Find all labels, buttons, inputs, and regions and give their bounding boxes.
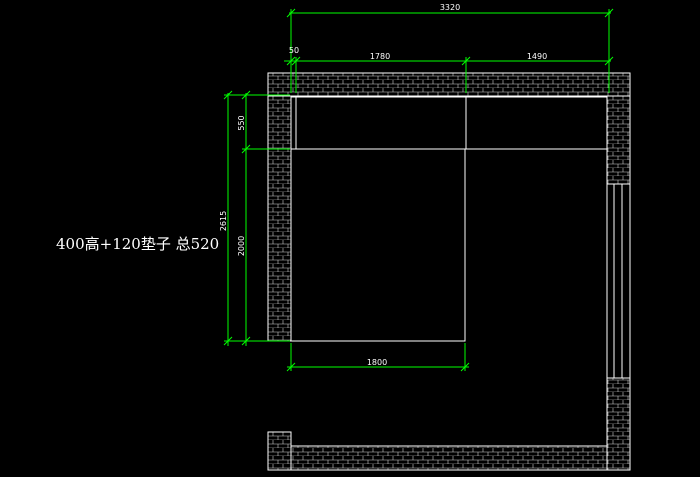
height-note: 400高+120垫子 总520	[56, 235, 220, 253]
dim-overall-depth: 2615	[219, 211, 228, 231]
furniture	[290, 96, 608, 342]
dim-right-cabinet: 1490	[527, 52, 547, 61]
wall-bottom	[290, 445, 608, 471]
wall-left	[267, 95, 292, 342]
right-cabinet	[465, 96, 608, 150]
dim-bed-width: 1800	[367, 358, 387, 367]
walls	[267, 72, 631, 471]
wall-top	[267, 72, 631, 97]
wall-right-lower	[606, 377, 631, 471]
dim-wall-offset: 50	[289, 46, 299, 55]
window	[606, 183, 631, 379]
left-cabinet	[290, 96, 467, 150]
dim-bed-length: 2000	[237, 236, 246, 256]
dim-cabinet-depth: 550	[237, 115, 246, 130]
dimension-lines	[223, 8, 614, 372]
dim-left-cabinet: 1780	[370, 52, 390, 61]
wall-bottom-left-stub	[267, 431, 292, 471]
bed	[290, 148, 466, 342]
dim-total-width: 3320	[440, 3, 460, 12]
wall-right-upper	[606, 95, 631, 185]
